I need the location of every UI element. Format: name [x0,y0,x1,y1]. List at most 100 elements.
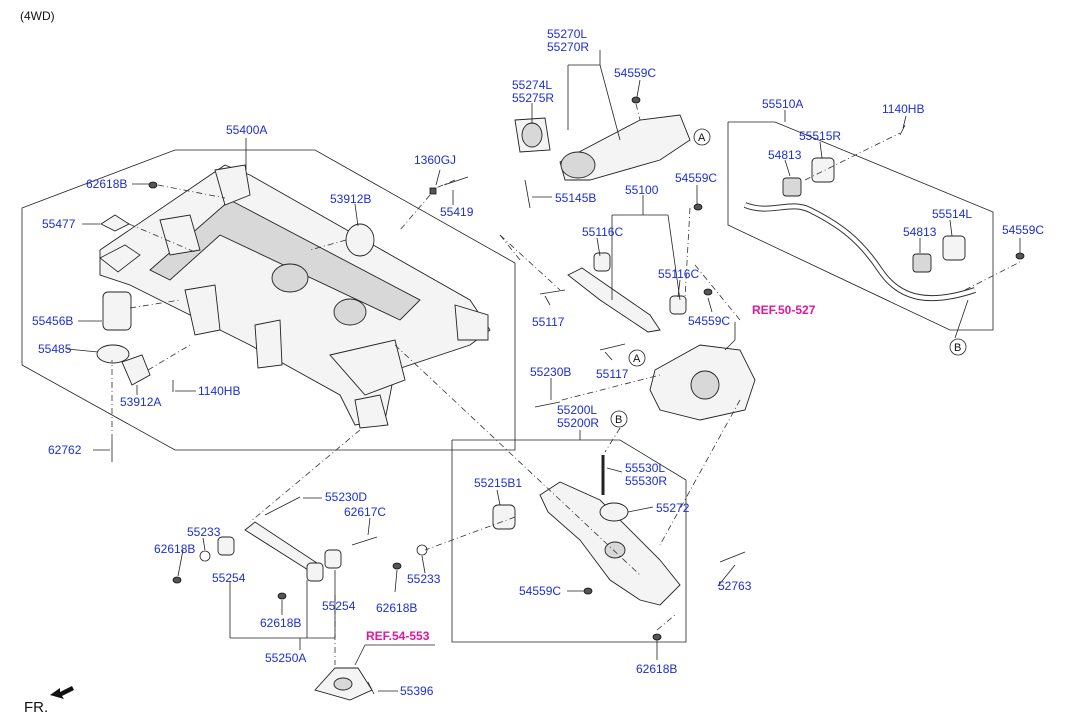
label-55117-b: 55117 [596,367,629,381]
variant-label: (4WD) [20,9,55,23]
label-55515r: 55515R [799,129,841,143]
subframe-group-box [21,149,516,451]
label-62618b-a: 62618B [86,177,127,191]
nut-62618b-4 [392,562,402,570]
bolt-55230b [534,401,561,408]
label-1140hb-a: 1140HB [198,384,240,398]
bolt-55117-2 [599,343,626,351]
callout-a-knuckle-text: A [633,353,641,365]
nut-62618b-1 [148,181,158,189]
label-55233-a: 55233 [187,525,221,539]
ref-50-527[interactable]: REF.50-527 [752,303,816,317]
label-54813-a: 54813 [768,148,802,162]
label-54559c-d: 54559C [1002,223,1044,237]
label-53912a: 53912A [120,395,161,409]
nut-62618b-2 [652,633,662,641]
label-55117-a: 55117 [532,315,565,329]
callout-a-top-text: A [698,132,706,144]
nut-62618b-5 [277,592,287,600]
label-55275r: 55275R [512,91,554,105]
label-55230d: 55230D [325,490,367,504]
leader-lines [66,50,1021,692]
bushing-53912a [121,354,151,386]
label-62618b-e: 62618B [260,616,301,630]
ref-54-553[interactable]: REF.54-553 [366,629,430,643]
label-62618b-c: 62618B [154,542,195,556]
label-55419: 55419 [440,205,474,219]
callout-b-stab [949,338,967,356]
upper-arm-55100 [567,252,687,333]
direction-label: FR. [24,699,48,716]
label-55233-b: 55233 [407,572,441,586]
washer-55233-1 [199,550,211,562]
bushing-53912b [345,223,375,257]
arrow-down-left-icon [50,686,74,699]
callout-b-stab-text: B [954,342,961,354]
label-55270r: 55270R [547,40,589,54]
label-55514l: 55514L [932,207,972,221]
label-55145b: 55145B [555,191,596,205]
label-62618b-b: 62618B [636,662,677,676]
nut-54559c-3 [703,288,713,296]
spring-pad-55272 [599,502,629,522]
washer-55477 [100,214,130,232]
stabilizer-bar-55510a [743,157,976,302]
label-55270l: 55270L [547,27,587,41]
label-55274l: 55274L [512,78,552,92]
mount-ref-54-553 [314,667,373,701]
nut-54559c-5 [583,587,593,595]
label-62762: 62762 [48,443,82,457]
label-55477: 55477 [42,217,76,231]
bolt-55396 [367,681,375,695]
label-55230b: 55230B [530,365,571,379]
label-1140hb-b: 1140HB [882,102,924,116]
label-55400a: 55400A [226,123,267,137]
stabilizer-group-box [727,121,994,331]
bolt-1140hb-2 [899,124,906,136]
label-55250a: 55250A [265,651,306,665]
label-54559c-c: 54559C [688,314,730,328]
label-55456b: 55456B [32,314,73,328]
bolt-55117-1 [539,289,566,295]
bolt-52763 [719,551,746,563]
label-55254-a: 55254 [212,571,246,585]
subframe-assembly [99,164,491,429]
link-55250a [217,521,342,582]
label-55254-b: 55254 [322,599,356,613]
label-52763: 52763 [718,579,752,593]
callout-b-link [610,410,628,428]
mount-55485 [96,344,130,364]
label-55215b1: 55215B1 [474,476,522,490]
nut-54559c-4 [1015,252,1025,260]
label-54813-b: 54813 [903,225,937,239]
lower-arm-55200 [492,481,681,606]
label-54559c-b: 54559C [675,171,717,185]
nut-54559c-2 [693,203,703,211]
label-62618b-d: 62618B [376,601,417,615]
bolt-55419 [443,176,469,186]
washer-55233-2 [416,544,428,556]
label-53912b: 53912B [330,192,371,206]
callout-a-top [693,128,711,146]
callout-a-knuckle [628,349,646,367]
label-54559c-a: 54559C [614,66,656,80]
label-54559c-e: 54559C [519,584,561,598]
label-55510a: 55510A [762,97,803,111]
label-55200l: 55200L [557,403,597,417]
label-55272: 55272 [656,501,690,515]
label-55530r: 55530R [625,474,667,488]
trailing-arm-55270 [514,114,691,181]
nut-54559c-1 [631,96,641,104]
bolt-55230d [264,496,301,516]
label-55116c-b: 55116C [658,267,699,281]
callout-b-link-text: B [615,414,622,426]
label-62617c: 62617C [344,505,386,519]
label-55200r: 55200R [557,416,599,430]
label-55100: 55100 [625,183,659,197]
knuckle-ref-50-527 [649,344,756,421]
label-55485: 55485 [38,342,72,356]
bolt-1360gj [429,187,437,195]
bolt-62617c [351,536,378,546]
bolt-55145b [524,179,531,209]
